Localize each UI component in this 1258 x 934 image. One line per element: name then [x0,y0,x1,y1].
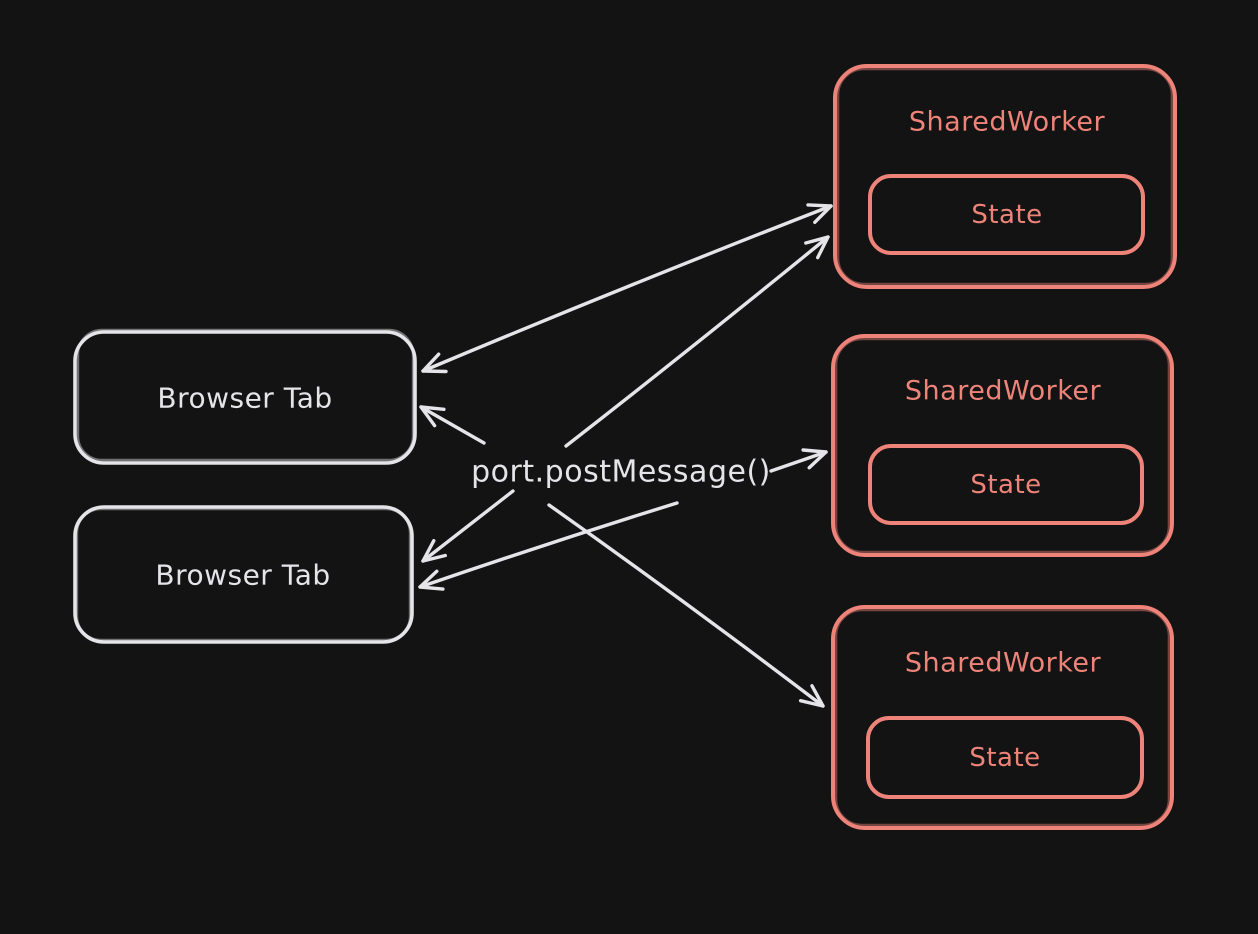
shared-worker-1-box[interactable] [833,64,1177,289]
browser-tab-1-label: Browser Tab [157,382,332,415]
arrow-label-to-tab2-upper[interactable] [421,489,515,563]
arrow-label-to-worker2-line[interactable] [769,450,828,473]
state-1-box[interactable] [868,174,1145,255]
sketch-ghost [834,608,1171,827]
shared-worker-node-3[interactable]: SharedWorker State [831,605,1174,830]
arrow-label-to-tab1-line[interactable] [419,405,486,445]
arrow-tab1-worker1-bidirectional-line[interactable] [421,204,833,373]
center-label-port-postmessage: port.postMessage() [471,455,771,490]
browser-tab-2-box[interactable] [73,505,414,644]
arrow-label-to-worker1-line[interactable] [564,235,830,448]
arrow-label-to-tab2-upper-head [421,539,447,563]
state-1-label: State [971,200,1042,230]
arrow-label-to-tab1[interactable] [419,405,486,445]
shared-worker-3-label: SharedWorker [905,648,1102,679]
arrow-tab1-worker1-bidirectional-head-start [421,352,448,374]
arrow-label-to-worker3[interactable] [547,503,825,708]
arrow-label-to-worker2-head [801,448,828,470]
arrow-label-to-worker1-head [804,235,830,260]
shared-worker-1-label: SharedWorker [909,107,1106,138]
browser-tab-node-1[interactable]: Browser Tab [73,328,417,465]
arrow-label-to-tab1-head [419,405,446,428]
arrow-label-to-tab2-lower[interactable] [418,501,679,591]
arrow-label-to-worker3-line[interactable] [547,503,825,708]
arrow-label-to-worker1[interactable] [564,235,830,448]
state-3-box[interactable] [866,716,1144,799]
arrow-tab1-worker1-bidirectional[interactable] [421,203,833,374]
arrow-label-to-worker2[interactable] [769,448,828,473]
shared-worker-node-2[interactable]: SharedWorker State [831,334,1174,557]
browser-tab-2-label: Browser Tab [155,559,330,592]
browser-tab-1-box[interactable] [73,330,417,465]
arrows-layer [418,203,833,708]
sketch-ghost [76,328,415,462]
arrow-label-to-worker3-head [798,684,825,708]
shared-worker-3-box[interactable] [831,605,1174,830]
sketch-ghost [75,507,412,642]
state-2-box[interactable] [868,444,1144,525]
sketch-ghost [834,337,1171,554]
arrow-label-to-tab2-lower-head [418,569,445,591]
browser-tab-node-2[interactable]: Browser Tab [73,505,414,644]
arrow-tab1-worker1-bidirectional-head [806,203,833,224]
sketch-ghost [836,67,1174,286]
shared-worker-node-1[interactable]: SharedWorker State [833,64,1177,289]
state-2-label: State [970,470,1041,500]
arrow-label-to-tab2-upper-line[interactable] [421,489,515,563]
state-3-label: State [969,743,1040,773]
arrow-label-to-tab2-lower-line[interactable] [418,501,679,589]
shared-worker-2-box[interactable] [831,334,1174,557]
shared-worker-2-label: SharedWorker [905,376,1102,407]
